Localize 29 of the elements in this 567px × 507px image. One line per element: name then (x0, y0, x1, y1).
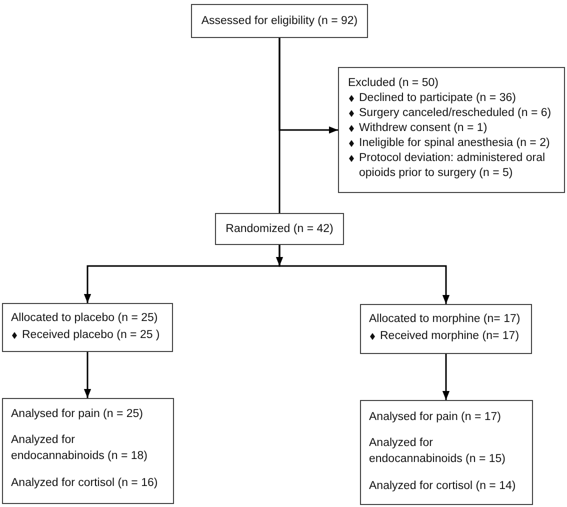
box-label: Randomized (n = 42) (226, 222, 334, 236)
box-label: Allocated to placebo (n = 25) (11, 310, 159, 326)
box-label: Analyzed for endocannabinoids (n = 18) (11, 433, 149, 464)
box-label: Excluded (n = 50) (348, 76, 440, 90)
process-box (215, 213, 344, 245)
process-box (191, 4, 368, 38)
box-label: Analysed for pain (n = 25) (11, 406, 144, 422)
box-label: Analysed for pain (n = 17) (369, 410, 502, 425)
arrow (442, 354, 450, 400)
process-box (360, 400, 533, 505)
arrow (278, 38, 338, 134)
list-item-text: Protocol deviation: administered oral opioids prior to surgery (n = 5) (359, 150, 546, 180)
process-box (360, 304, 532, 354)
box-label: Analyzed for cortisol (n = 16) (11, 476, 159, 491)
box-label: Analyzed for cortisol (n = 14) (369, 478, 517, 494)
list-item-text: Received placebo (n = 25 ) (22, 328, 161, 342)
list-item-text: Withdrew consent (n = 1) (359, 120, 488, 136)
list-item-text: Surgery canceled/rescheduled (n = 6) (359, 106, 552, 120)
list-item-text: Declined to participate (n = 36) (359, 90, 517, 106)
list-item-text: Received morphine (n= 17) (380, 328, 520, 344)
box-label: Analyzed for endocannabinoids (n = 15) (369, 436, 507, 468)
box-label: Allocated to morphine (n= 17) (369, 312, 522, 326)
process-box (2, 303, 173, 352)
arrow (84, 352, 92, 398)
arrow (278, 245, 450, 304)
box-label: Assessed for eligibility (n = 92) (201, 14, 358, 28)
process-box (338, 67, 565, 193)
process-box (2, 398, 174, 504)
list-item-text: Ineligible for spinal anesthesia (n = 2) (359, 136, 551, 150)
